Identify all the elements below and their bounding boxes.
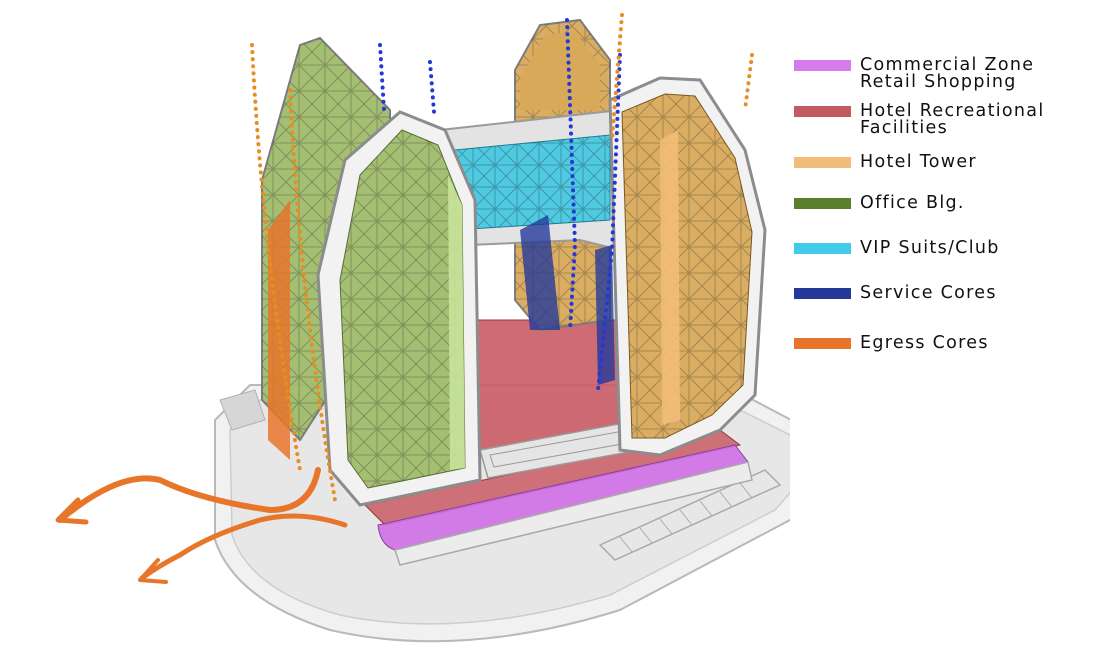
legend-label-line: Egress Cores xyxy=(860,333,989,353)
legend-swatch-service-cores xyxy=(794,288,851,299)
legend-label-hotel-tower: Hotel Tower xyxy=(860,152,977,172)
legend-label-line: Hotel Recreational xyxy=(860,101,1045,121)
legend-swatch-egress-cores xyxy=(794,338,851,349)
front-left-tower xyxy=(316,110,482,507)
legend-label-line: Office Blg. xyxy=(860,193,965,213)
legend-swatch-office xyxy=(794,198,851,209)
legend-label-line: VIP Suits/Club xyxy=(860,238,1000,258)
legend-label-line: Hotel Tower xyxy=(860,152,977,172)
legend-label-line: Retail Shopping xyxy=(860,72,1017,92)
inner-frame xyxy=(439,108,621,385)
egress-core-lines xyxy=(250,13,754,502)
legend-label-vip: VIP Suits/Club xyxy=(860,238,1000,258)
legend-label-line: Commercial Zone xyxy=(860,55,1035,75)
front-right-tower xyxy=(608,76,767,457)
legend-label-line: Service Cores xyxy=(860,283,997,303)
egress-arrows xyxy=(55,467,348,584)
legend-label-office: Office Blg. xyxy=(860,193,965,213)
legend-label-egress-cores: Egress Cores xyxy=(860,333,989,353)
legend-swatch-hotel-recreational xyxy=(794,106,851,117)
service-core-lines xyxy=(378,18,622,392)
legend-swatch-vip xyxy=(794,243,851,254)
legend-swatch-commercial xyxy=(794,60,851,71)
legend-label-service-cores: Service Cores xyxy=(860,283,997,303)
legend-label-line: Facilities xyxy=(860,118,948,138)
building-diagram xyxy=(55,13,790,643)
legend-swatch-hotel-tower xyxy=(794,157,851,168)
